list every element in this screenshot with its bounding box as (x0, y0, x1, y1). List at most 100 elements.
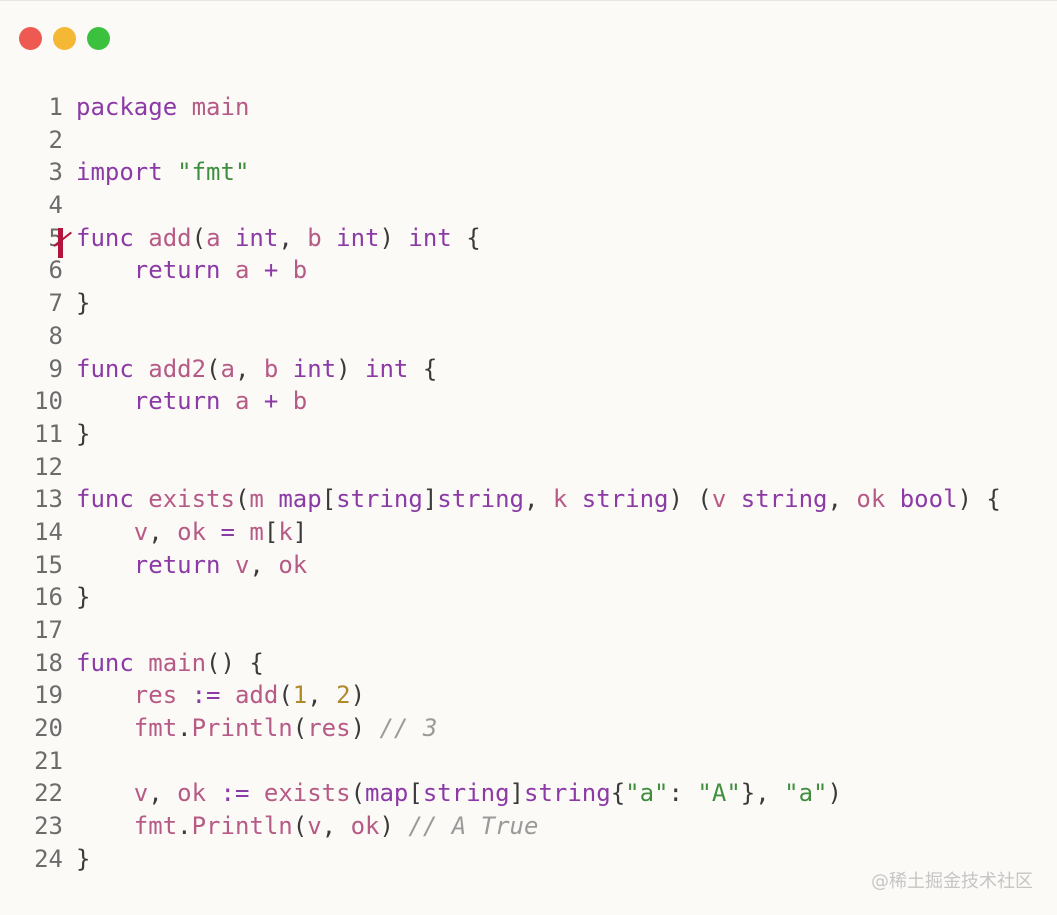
code-text[interactable]: func main() { (76, 647, 264, 680)
code-line[interactable]: 10 return a + b (0, 385, 1057, 418)
code-token (134, 485, 148, 513)
code-token (249, 779, 263, 807)
line-number: 1 (48, 93, 63, 121)
code-line[interactable]: 19 res := add(1, 2) (0, 679, 1057, 712)
code-token: res (307, 714, 351, 743)
code-text[interactable]: res := add(1, 2) (76, 679, 365, 712)
code-token: int (365, 354, 409, 383)
code-text[interactable]: return v, ok (76, 549, 307, 582)
code-text[interactable]: v, ok := exists(map[string]string{"a": "… (76, 777, 842, 810)
code-line[interactable]: 16} (0, 581, 1057, 614)
code-token: map (278, 485, 322, 514)
code-line[interactable]: 14 v, ok = m[k] (0, 516, 1057, 549)
code-line[interactable]: 1 package main (0, 91, 1057, 124)
code-token: := (220, 779, 250, 808)
code-text[interactable]: func add2(a, b int) int { (76, 353, 437, 386)
code-token: string (740, 485, 828, 514)
code-token (221, 551, 235, 579)
code-token: ( (292, 714, 308, 743)
line-number: 3 (48, 158, 63, 187)
code-line[interactable]: 22 v, ok := exists(map[string]string{"a"… (0, 777, 1057, 810)
code-line[interactable]: 12 (0, 451, 1057, 484)
code-token: a (206, 223, 221, 252)
code-token: k (552, 485, 568, 514)
code-line[interactable]: 23 fmt.Println(v, ok) // A True (0, 810, 1057, 843)
code-token: + (263, 256, 279, 285)
code-token: func (76, 354, 134, 383)
code-text[interactable]: import "fmt" (76, 156, 249, 189)
code-token: , (148, 779, 178, 808)
code-token: string (422, 779, 510, 808)
code-line[interactable]: 6 return a + b (0, 254, 1057, 287)
code-token: () { (206, 648, 264, 677)
code-line[interactable]: 13 func exists(m map[string]string, k str… (0, 483, 1057, 516)
code-line[interactable]: 21 (0, 745, 1057, 778)
code-token: , (523, 485, 553, 514)
line-number: 12 (34, 452, 63, 481)
code-token (163, 158, 177, 186)
code-token (177, 93, 191, 121)
code-token: ] (509, 779, 524, 808)
code-token: b (292, 256, 308, 285)
code-line[interactable]: 20 fmt.Println(res) // 3 (0, 712, 1057, 745)
code-token: ok (278, 550, 308, 579)
code-token: v (711, 485, 727, 514)
code-token (206, 779, 220, 807)
line-number: 10 (34, 387, 63, 416)
code-text[interactable]: return a + b (76, 254, 307, 287)
code-token (134, 224, 148, 252)
code-token: func (76, 485, 134, 514)
code-token: b (292, 387, 308, 416)
code-token (134, 649, 148, 677)
code-token: func (76, 648, 134, 677)
code-token: string (336, 485, 423, 514)
code-token: ok (177, 517, 207, 546)
code-token: . (177, 714, 192, 743)
code-token: } (76, 289, 91, 318)
line-number: 2 (48, 125, 63, 154)
code-token: ( (292, 812, 308, 841)
code-token: add2 (148, 354, 207, 383)
line-number: 17 (34, 616, 63, 644)
code-line[interactable]: 11} (0, 418, 1057, 451)
code-text[interactable]: v, ok = m[k] (76, 516, 307, 549)
close-window-button[interactable] (19, 27, 42, 50)
code-text[interactable]: } (76, 418, 90, 451)
code-token: exists (148, 485, 235, 514)
code-token (221, 387, 235, 415)
code-text[interactable]: } (76, 581, 90, 614)
code-token: ok (350, 812, 380, 841)
code-line[interactable]: 17 (0, 614, 1057, 647)
code-line[interactable]: 3 import "fmt" (0, 156, 1057, 189)
code-token: } (76, 583, 91, 612)
code-line[interactable]: 24} (0, 843, 1057, 876)
code-text[interactable]: fmt.Println(v, ok) // A True (76, 810, 539, 843)
code-text[interactable]: } (76, 843, 90, 876)
code-token: "a" (784, 779, 828, 808)
code-line[interactable]: 4 (0, 189, 1057, 222)
code-line[interactable]: 15 return v, ok (0, 549, 1057, 582)
code-text[interactable]: return a + b (76, 385, 307, 418)
minimize-window-button[interactable] (53, 27, 76, 50)
line-number: 20 (34, 714, 63, 743)
code-token: ( (206, 354, 221, 383)
code-token: string (524, 779, 611, 808)
line-number: 13 (34, 485, 63, 514)
maximize-window-button[interactable] (87, 27, 110, 50)
code-text[interactable]: func exists(m map[string]string, k strin… (76, 483, 1001, 516)
code-token: : (668, 779, 698, 808)
code-line[interactable]: 2 (0, 124, 1057, 157)
code-text[interactable]: package main (76, 91, 249, 124)
code-text[interactable]: fmt.Println(res) // 3 (76, 712, 437, 745)
code-line[interactable]: 7} (0, 287, 1057, 320)
code-token (206, 518, 220, 546)
code-token: add (148, 223, 192, 252)
code-line[interactable]: 8 (0, 320, 1057, 353)
code-text[interactable]: func add(a int, b int) int { (76, 222, 481, 255)
code-text[interactable]: } (76, 287, 90, 320)
code-token: return (133, 550, 221, 579)
